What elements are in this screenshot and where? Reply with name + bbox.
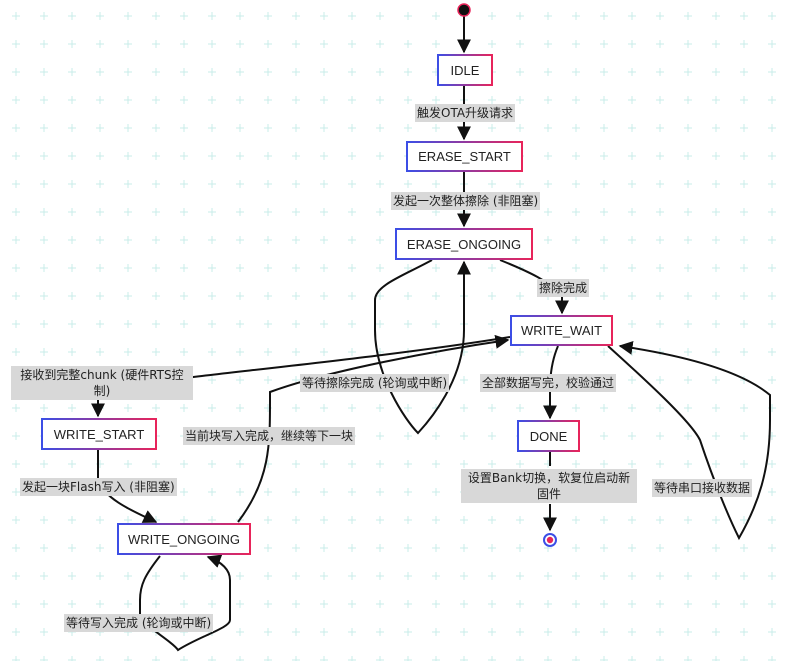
final-state-node	[543, 533, 557, 547]
edge-erase-ongoing-self-loop	[374, 259, 471, 435]
transition-label-write-ongoing-to-wait: 当前块写入完成，继续等下一块	[183, 427, 356, 445]
transition-label-erase-ongoing-self: 等待擦除完成 (轮询或中断)	[300, 374, 450, 392]
transition-label-write-ongoing-self: 等待写入完成 (轮询或中断)	[64, 614, 214, 632]
transition-label-erase-done: 擦除完成	[537, 279, 590, 297]
grid-marks	[12, 12, 776, 661]
state-write-ongoing[interactable]: WRITE_ONGOING	[117, 523, 251, 555]
state-write-start[interactable]: WRITE_START	[41, 418, 157, 450]
transition-label-write-wait-self: 等待串口接收数据	[652, 479, 753, 497]
transition-label-erase-start-to-ongoing: 发起一次整体擦除 (非阻塞)	[391, 192, 541, 210]
edge-write-wait-self-loop	[607, 340, 771, 541]
edge-write-ongoing-self-loop	[139, 554, 231, 652]
initial-state-node	[457, 3, 471, 17]
edge-write-ongoing-to-write-wait	[237, 334, 510, 523]
state-write-wait[interactable]: WRITE_WAIT	[510, 315, 613, 346]
state-idle[interactable]: IDLE	[437, 54, 493, 86]
transition-label-done-to-final: 设置Bank切换，软复位启动新固件	[461, 469, 637, 503]
state-erase-start[interactable]: ERASE_START	[406, 141, 523, 172]
state-done[interactable]: DONE	[517, 420, 580, 452]
transition-label-write-wait-to-start: 接收到完整chunk (硬件RTS控制)	[11, 366, 193, 400]
state-erase-ongoing[interactable]: ERASE_ONGOING	[395, 228, 533, 260]
transition-label-write-start-to-ongoing: 发起一块Flash写入 (非阻塞)	[20, 478, 177, 496]
transition-label-idle-to-erase-start: 触发OTA升级请求	[415, 104, 516, 122]
transition-label-write-wait-to-done: 全部数据写完，校验通过	[480, 374, 617, 392]
